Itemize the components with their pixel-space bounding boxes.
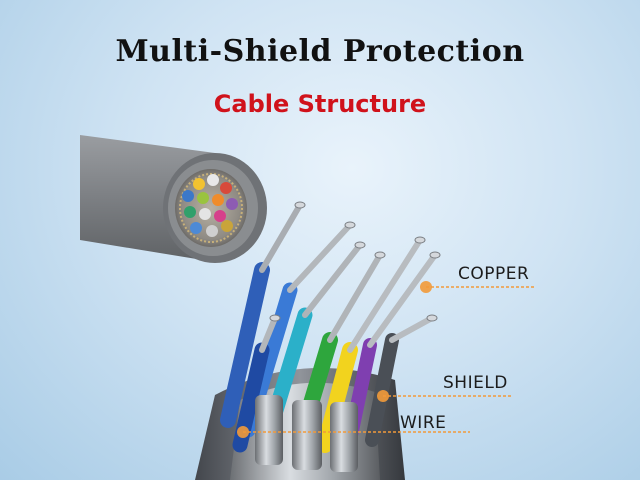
page-title: Multi-Shield Protection bbox=[115, 34, 525, 69]
cable-cross-section bbox=[80, 135, 267, 263]
exposed-wires bbox=[195, 201, 441, 480]
callout-markers bbox=[237, 281, 534, 438]
page-subtitle: Cable Structure bbox=[213, 90, 427, 118]
wire-callout-dot bbox=[237, 426, 249, 438]
wire-label: WIRE bbox=[400, 413, 447, 433]
shield-label: SHIELD bbox=[443, 373, 508, 393]
copper-callout-dot bbox=[420, 281, 432, 293]
copper-label: COPPER bbox=[458, 264, 530, 284]
inner-wire-dots bbox=[182, 174, 238, 237]
shield-callout-dot bbox=[377, 390, 389, 402]
